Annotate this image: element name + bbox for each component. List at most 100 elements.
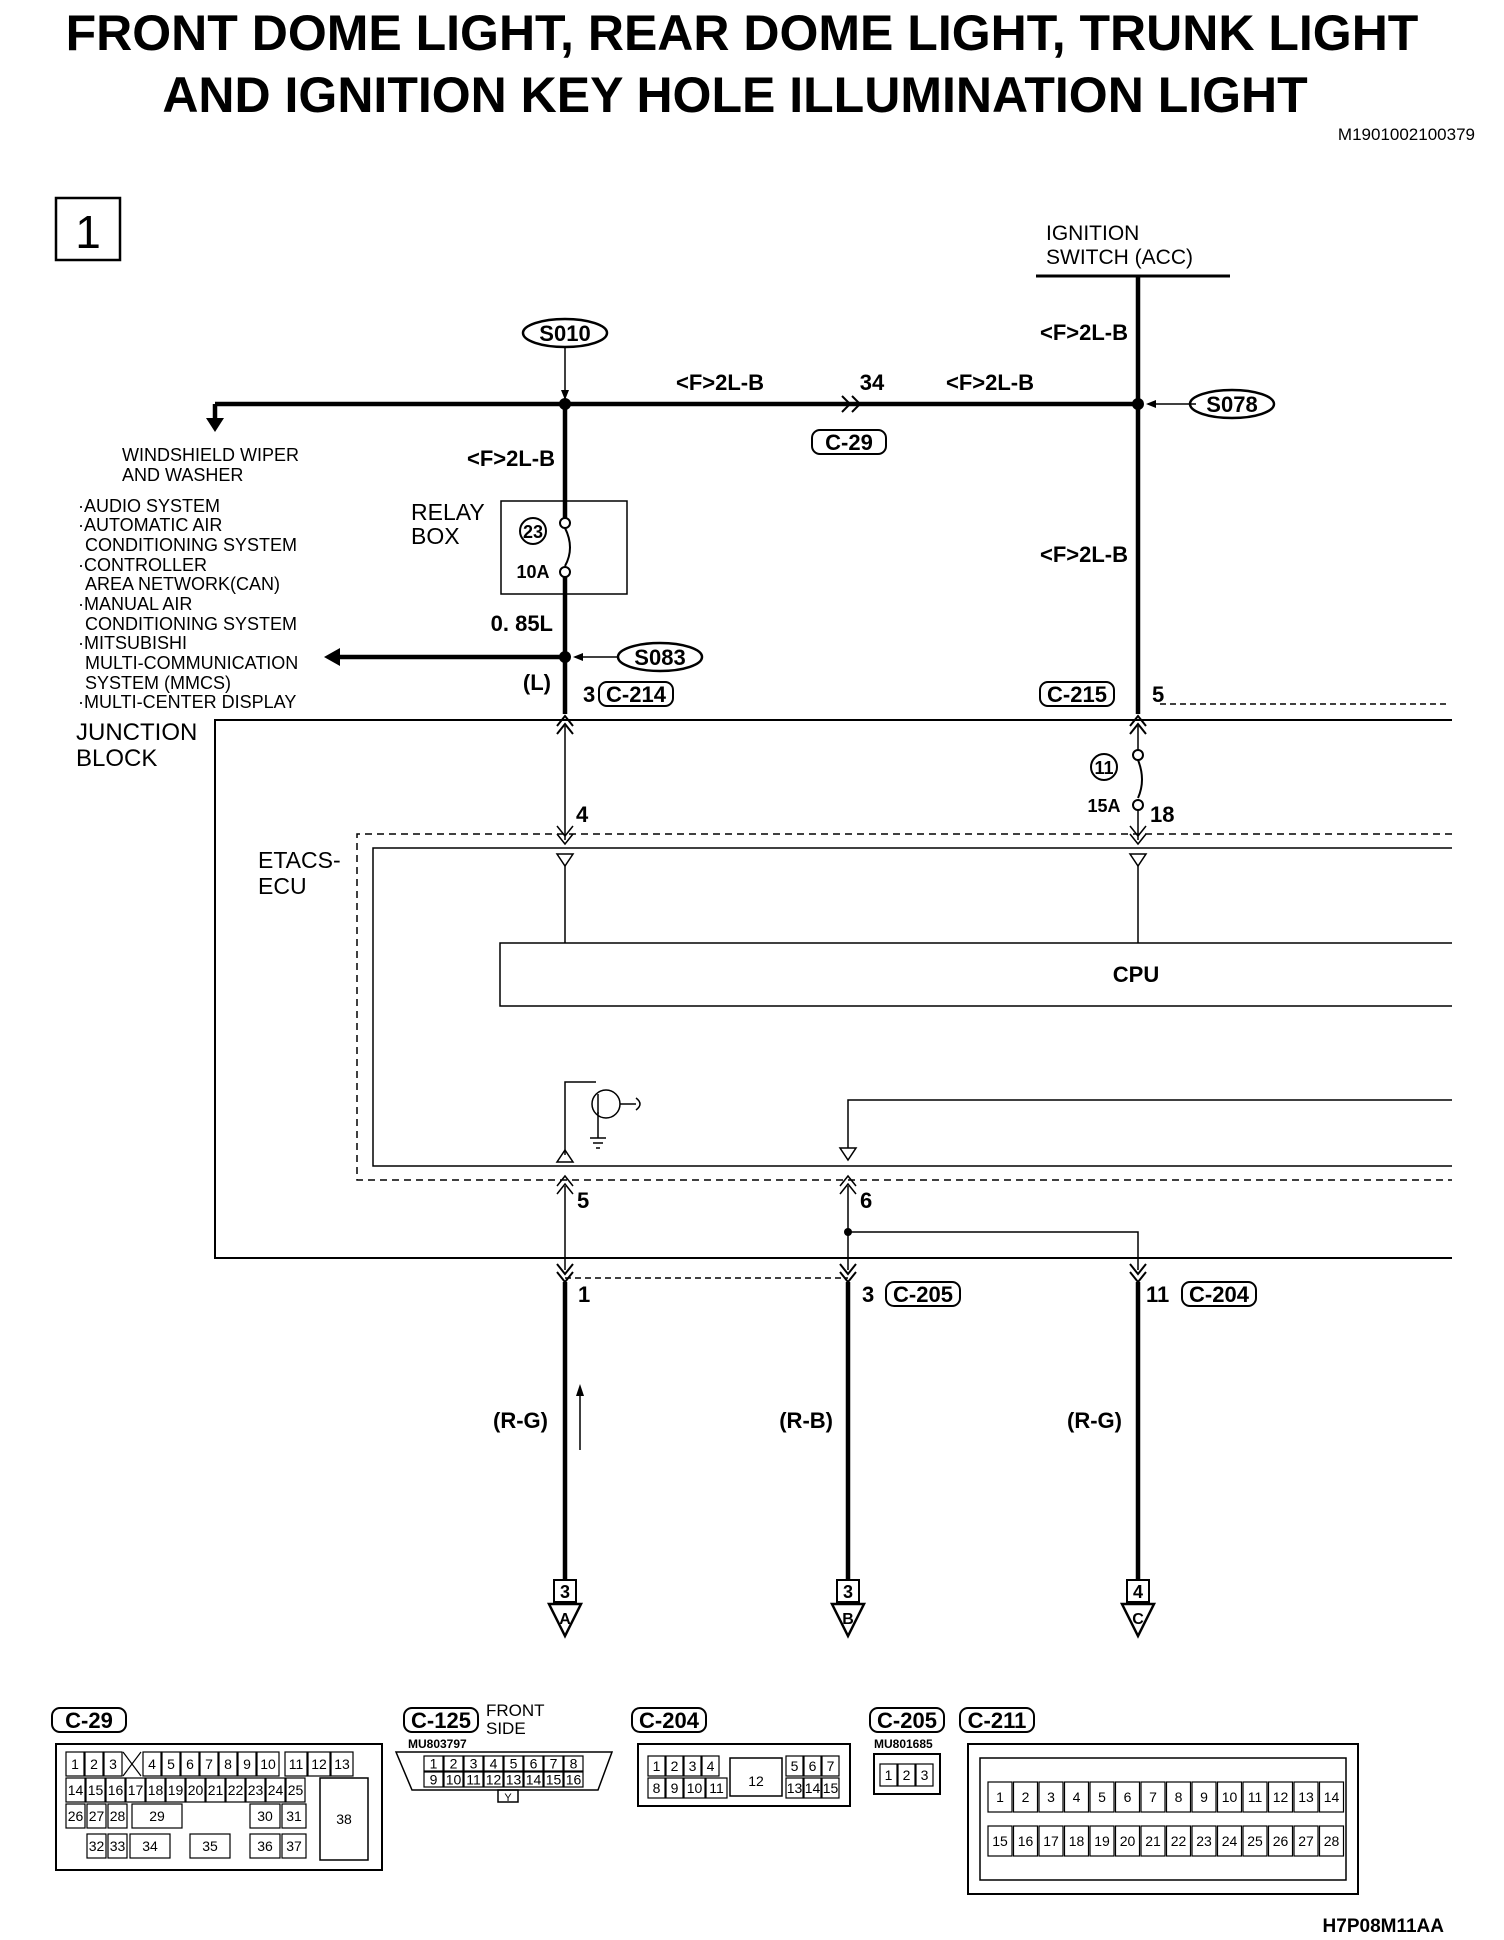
pin-number: 10 — [1222, 1789, 1238, 1805]
view-c125-note-1: FRONT — [486, 1701, 545, 1720]
pin-number: 5 — [1098, 1789, 1106, 1805]
pin-number: 22 — [228, 1782, 244, 1798]
connector-c214-tag — [598, 681, 674, 707]
wire-code-b: (R-B) — [779, 1408, 833, 1433]
view-c205-tag — [869, 1707, 945, 1733]
pin-cell — [103, 1751, 123, 1777]
pin-cell — [84, 1751, 104, 1777]
pin-cell — [1140, 1781, 1166, 1813]
pin-cell — [307, 1751, 331, 1777]
pin-cell — [803, 1777, 822, 1799]
wire-code-085l: 0. 85L — [491, 611, 553, 636]
pin-number: 8 — [224, 1756, 232, 1772]
output-marker-a[interactable]: 3 A — [546, 1579, 584, 1639]
etacs-input-left-icon — [555, 853, 575, 868]
pin-number: 7 — [1149, 1789, 1157, 1805]
pin-number: 2 — [90, 1756, 98, 1772]
pin-cell — [1063, 1781, 1090, 1813]
pin-number: 4 — [1073, 1789, 1081, 1805]
output-marker-c[interactable]: 4 C — [1119, 1579, 1157, 1639]
connector-c205-label: C-205 — [893, 1282, 953, 1307]
wire-code-c: (R-G) — [1067, 1408, 1122, 1433]
s083-arrow-icon — [573, 653, 583, 661]
pin-number: 5 — [510, 1756, 518, 1772]
pin-cell — [1267, 1825, 1294, 1857]
relay-box-label-1: RELAY — [411, 499, 485, 525]
etacs-label-1: ETACS- — [258, 847, 341, 873]
pin-cell — [256, 1751, 280, 1777]
pin-cell — [225, 1777, 246, 1803]
output-b-triangle — [829, 1602, 867, 1639]
pin-number: 12 — [311, 1756, 327, 1772]
title-line-2: AND IGNITION KEY HOLE ILLUMINATION LIGHT — [162, 67, 1307, 123]
connector-c29-tag — [811, 429, 887, 455]
view-c29-tag — [51, 1707, 127, 1733]
system-item: ·MANUAL AIR — [78, 594, 192, 614]
fuse-23-element — [564, 527, 571, 567]
wire-code-bus-left: <F>2L-B — [676, 370, 764, 395]
wiper-label-2: AND WASHER — [122, 465, 243, 485]
pin-cell — [265, 1777, 286, 1803]
junction-dot-right — [1132, 398, 1144, 410]
pin-cell — [483, 1755, 504, 1772]
output-c-page: 4 — [1133, 1582, 1143, 1602]
system-item: ·CONTROLLER — [78, 555, 207, 575]
etacs-label-2: ECU — [258, 873, 307, 899]
pin-number: 1 — [885, 1767, 893, 1783]
pin-cell — [205, 1777, 226, 1803]
pin-cell — [647, 1755, 666, 1777]
pin-cell — [86, 1803, 107, 1829]
pin-cell — [1216, 1825, 1243, 1857]
pin-cell — [915, 1763, 934, 1787]
pin-cell — [161, 1751, 181, 1777]
pin-number: 3 — [470, 1756, 478, 1772]
pin-c204-11: 11 — [1146, 1282, 1169, 1307]
system-item: ·MULTI-CENTER DISPLAY — [78, 692, 296, 712]
view-c204-label: C-204 — [639, 1708, 700, 1733]
output-c-triangle — [1119, 1602, 1157, 1639]
system-item: MULTI-COMMUNICATION — [85, 653, 298, 673]
connector-c215-label: C-215 — [1047, 682, 1107, 707]
pin-cell — [1242, 1781, 1268, 1813]
pin-cell — [1165, 1781, 1192, 1813]
pin-number: 13 — [1298, 1789, 1314, 1805]
output-a-triangle — [546, 1602, 584, 1639]
output-b-letter: B — [842, 1611, 854, 1628]
junction-block-outline — [214, 719, 1452, 1259]
output-marker-b[interactable]: 3 B — [829, 1579, 867, 1639]
view-c211-tag — [959, 1707, 1035, 1733]
pin-number: 4 — [707, 1758, 715, 1774]
pin-cell — [218, 1751, 238, 1777]
pin-cell — [543, 1755, 564, 1772]
pin-number: 5 — [167, 1756, 175, 1772]
pin-cell — [249, 1803, 281, 1829]
pin-cell — [180, 1751, 200, 1777]
view-c211-housing — [967, 1743, 1359, 1895]
pin-cell — [1293, 1781, 1319, 1813]
pin-number: 14 — [1324, 1789, 1340, 1805]
pin-number: 4 — [148, 1756, 156, 1772]
fuse-23-number-circle — [519, 517, 547, 545]
pin-4-connector-mark — [556, 825, 574, 846]
pin-number: 23 — [248, 1782, 264, 1798]
pin-cell — [803, 1755, 822, 1777]
wire-code-l: (L) — [523, 670, 551, 695]
c215-connector-mark — [1129, 714, 1147, 735]
pin-cell — [785, 1755, 804, 1777]
pin-cell — [443, 1771, 464, 1788]
pin-number: 12 — [486, 1772, 502, 1788]
pin-cell — [1216, 1781, 1243, 1813]
pin-number: 9 — [671, 1780, 679, 1796]
pin-number: 15 — [992, 1833, 1008, 1849]
pin-cell — [503, 1755, 524, 1772]
pin-c205-1: 1 — [578, 1282, 590, 1307]
pin-cell — [683, 1755, 702, 1777]
etacs-dashed-outline — [356, 833, 1452, 1181]
fuse-11-element — [1137, 759, 1143, 799]
wire-code-a: (R-G) — [493, 1408, 548, 1433]
pin-jb-6: 6 — [860, 1188, 872, 1213]
system-item: AREA NETWORK(CAN) — [85, 574, 280, 594]
pin-number: 22 — [1171, 1833, 1187, 1849]
pin-number: 25 — [288, 1782, 304, 1798]
pin-cell — [142, 1751, 162, 1777]
